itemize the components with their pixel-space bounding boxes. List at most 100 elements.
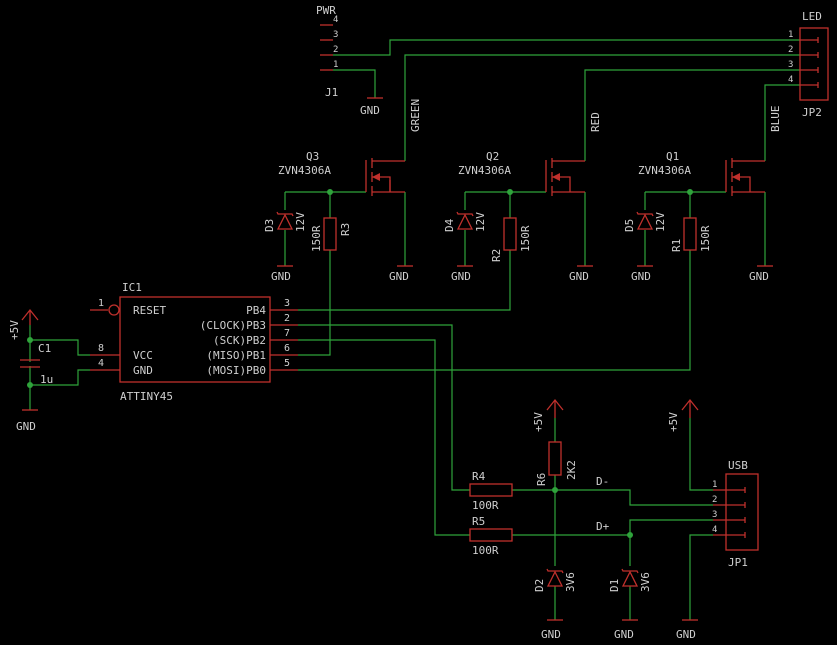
ic1-pin-num: 7 — [284, 328, 290, 339]
zener-d3: D3 12V — [263, 211, 307, 232]
d5-ref: D5 — [623, 219, 636, 232]
d5-value: 12V — [654, 212, 667, 232]
gnd-symbol: GND — [389, 265, 413, 283]
junction-q1-gate — [687, 189, 693, 195]
resistor-r3: R3 150R — [310, 217, 352, 252]
gnd-symbol: GND — [451, 265, 473, 283]
d1-value: 3V6 — [639, 572, 652, 592]
gnd-symbol: GND — [16, 409, 38, 433]
wire-red — [584, 69, 800, 161]
wire-usb-gnd — [689, 534, 713, 620]
wire-q1-gate — [689, 191, 726, 218]
q3-ref: Q3 — [306, 150, 319, 163]
pwr-pin-4: 4 — [333, 15, 338, 25]
d3-ref: D3 — [263, 219, 276, 232]
wire-usb-vcc — [689, 418, 713, 491]
svg-text:+5V: +5V — [667, 412, 680, 432]
d2-value: 3V6 — [564, 572, 577, 592]
ic1-pin-num: 2 — [284, 313, 290, 324]
r5-value: 100R — [472, 544, 499, 557]
ic1-ref: IC1 — [122, 281, 142, 294]
r6-value: 2K2 — [565, 460, 578, 480]
net-label-dplus: D+ — [596, 520, 610, 533]
gnd-symbol: GND — [569, 265, 593, 283]
wire-r3-pb1 — [298, 250, 331, 356]
resistor-r4: R4 100R — [469, 470, 513, 512]
svg-text:GND: GND — [614, 628, 634, 641]
wire-pb2-r5 — [298, 339, 470, 536]
gnd-symbols: GND GND GND GND GND GND GND GND GND GND … — [16, 97, 773, 641]
mosfet-q2: Q2 ZVN4306A — [458, 150, 585, 196]
usb-pin-2: 2 — [712, 495, 717, 505]
resistor-r5: R5 100R — [469, 515, 513, 557]
c1-ref: C1 — [38, 342, 51, 355]
junction-c1-gnd — [27, 382, 33, 388]
r1-ref: R1 — [670, 239, 683, 252]
svg-text:+5V: +5V — [532, 412, 545, 432]
net-label-green: GREEN — [409, 99, 422, 132]
gnd-symbol: GND — [271, 265, 293, 283]
svg-text:GND: GND — [676, 628, 696, 641]
ic1-pin-name: (MOSI)PB0 — [206, 364, 266, 377]
svg-text:GND: GND — [271, 270, 291, 283]
svg-text:GND: GND — [360, 104, 380, 117]
ic1-pin-num: 4 — [98, 358, 104, 369]
led-pin-1: 1 — [788, 30, 793, 40]
svg-text:GND: GND — [631, 270, 651, 283]
d1-ref: D1 — [608, 579, 621, 592]
svg-text:GND: GND — [541, 628, 561, 641]
usb-ref: JP1 — [728, 556, 748, 569]
wire-q2-gate — [509, 191, 546, 218]
q1-part: ZVN4306A — [638, 164, 691, 177]
q2-part: ZVN4306A — [458, 164, 511, 177]
svg-text:GND: GND — [749, 270, 769, 283]
d2-ref: D2 — [533, 579, 546, 592]
gnd-symbol: GND — [749, 265, 773, 283]
gnd-symbol: GND — [541, 619, 563, 641]
d3-value: 12V — [294, 212, 307, 232]
mosfet-q3: Q3 ZVN4306A — [278, 150, 405, 196]
wire-pwr-to-led-1 — [333, 39, 800, 56]
pwr-label: PWR — [316, 4, 336, 17]
gnd-symbol: GND — [360, 97, 383, 117]
ic1-pin-name: RESET — [133, 304, 166, 317]
ic1-pin-name: (MISO)PB1 — [206, 349, 266, 362]
vcc-symbol: +5V — [532, 398, 564, 432]
q1-ref: Q1 — [666, 150, 679, 163]
ic1-pin-name: (CLOCK)PB3 — [200, 319, 266, 332]
ic1-pin-num: 8 — [98, 343, 104, 354]
led-pin-4: 4 — [788, 75, 793, 85]
svg-text:GND: GND — [389, 270, 409, 283]
net-label-red: RED — [589, 112, 602, 132]
resistor-r1: R1 150R — [670, 217, 712, 252]
wire-r1-pb0 — [298, 250, 691, 371]
ic1-pin-num: 6 — [284, 343, 290, 354]
svg-text:GND: GND — [451, 270, 471, 283]
zener-d4: D4 12V — [443, 211, 487, 232]
c1-value: 1u — [40, 373, 53, 386]
svg-text:GND: GND — [569, 270, 589, 283]
r2-value: 150R — [519, 225, 532, 252]
r3-ref: R3 — [339, 223, 352, 236]
vcc-symbol: +5V — [8, 308, 39, 340]
ic1-pin-num: 1 — [98, 298, 104, 309]
led-ref: JP2 — [802, 106, 822, 119]
wire-blue — [764, 84, 800, 161]
led-label: LED — [802, 10, 822, 23]
r6-ref: R6 — [535, 473, 548, 486]
ic1-pin-name: VCC — [133, 349, 153, 362]
pwr-pin-2: 2 — [333, 45, 338, 55]
wire-green — [404, 54, 800, 161]
capacitor-c1: C1 1u — [20, 342, 53, 386]
junction-q3-gate — [327, 189, 333, 195]
led-pin-3: 3 — [788, 60, 793, 70]
q3-part: ZVN4306A — [278, 164, 331, 177]
gnd-symbol: GND — [676, 619, 698, 641]
r3-value: 150R — [310, 225, 323, 252]
svg-text:GND: GND — [16, 420, 36, 433]
usb-header: USB 1 2 3 4 JP1 — [712, 459, 759, 569]
led-header: LED 1 2 3 4 JP2 — [788, 10, 829, 119]
ic1-part: ATTINY45 — [120, 390, 173, 403]
resistor-r2: R2 150R — [490, 217, 532, 262]
ic1-attiny45: IC1 ATTINY45 1 8 4 RESET VCC GND 3 2 7 6… — [90, 281, 298, 403]
